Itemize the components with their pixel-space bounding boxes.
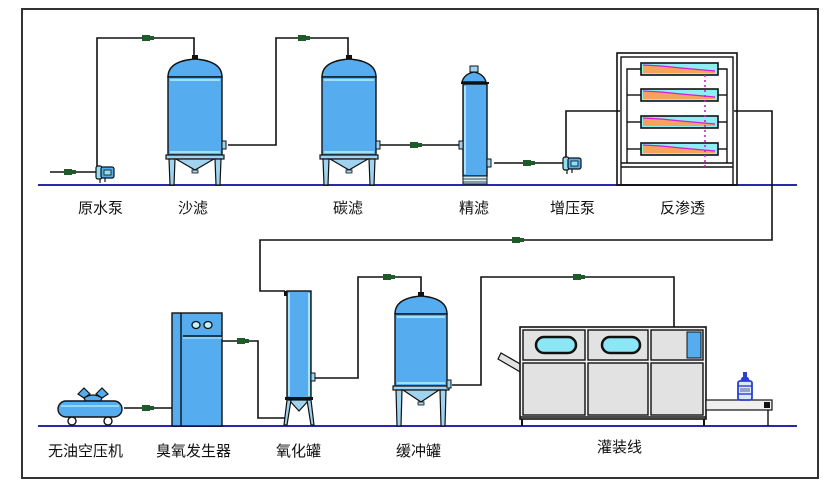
inspection-window [534,335,578,355]
valve-icon [512,237,524,243]
valve-icon [410,142,422,148]
label-filling-line: 灌装线 [597,438,642,456]
valve-icon [142,35,154,41]
label-booster-pump: 增压泵 [550,199,595,217]
reverse-osmosis-rack [616,52,738,186]
ro-membrane [640,142,719,156]
valve-icon [383,274,395,280]
label-reverse-osmosis: 反渗透 [660,199,705,217]
label-sand-filter: 沙滤 [178,199,208,217]
valve-icon [142,405,154,411]
valve-icon [298,35,310,41]
pipe-sandfilter-to-carbonfilter [228,37,349,146]
label-carbon-filter: 碳滤 [333,199,363,217]
water-bottle-icon [737,372,753,401]
pipe-booster-to-ro [565,110,620,157]
valve-icon [64,169,76,175]
ro-membrane [640,88,719,102]
air-compressor [57,387,123,426]
outfeed-conveyor [705,399,773,411]
valves-top [64,35,535,243]
pipe-ozone-to-oxidation [222,340,286,419]
label-buffer-tank: 缓冲罐 [396,442,441,460]
label-ozone-generator: 臭氧发生器 [156,442,231,460]
valve-icon [573,274,585,280]
filling-machine [497,326,773,426]
pump-icon [95,165,115,183]
pipe-oxidation-to-buffer [314,276,422,379]
valve-icon [237,338,249,344]
oxidation-tank-column [283,290,316,426]
carbon-filter-tank [319,55,381,186]
valves-bottom [142,274,585,411]
pipes-top-row [50,37,773,292]
diagram-frame [21,8,819,479]
pipe-buffer-to-filling [452,276,675,386]
inspection-window [600,335,642,355]
valve-icon [523,160,535,166]
sand-filter-tank [165,55,227,186]
ozone-generator-cabinet [171,312,223,427]
label-oil-free-compressor: 无油空压机 [48,442,123,460]
label-precision-filter: 精滤 [459,199,489,217]
label-raw-water-pump: 原水泵 [78,199,123,217]
buffer-tank [392,292,452,427]
ro-membrane [640,62,719,76]
pump-icon [562,156,582,174]
ro-membrane [640,115,719,129]
infeed-chute [497,352,523,375]
label-oxidation-tank: 氧化罐 [276,442,321,460]
precision-filter-housing [458,65,492,185]
